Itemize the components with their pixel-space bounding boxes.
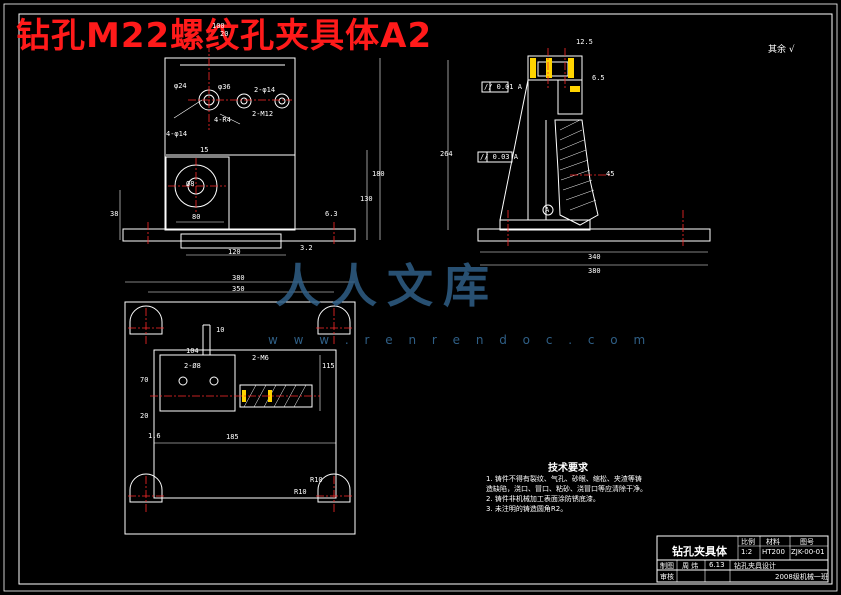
dim-label: 20 bbox=[140, 412, 149, 420]
dim-label: 130 bbox=[360, 195, 373, 203]
overlay-title: 钻孔M22螺纹孔夹具体A2 bbox=[16, 16, 433, 56]
dim-label: φ36 bbox=[218, 83, 231, 91]
dim-label: 3.2 bbox=[300, 244, 313, 252]
tech-req-item: 造缺陷，浇口、冒口、粘砂、浇冒口等应清除干净。 bbox=[486, 485, 647, 493]
tech-req-item: 2. 铸件非机械加工表面涂防锈底漆。 bbox=[486, 495, 600, 503]
dim-label: 12.5 bbox=[576, 38, 593, 46]
dim-label: 180 bbox=[372, 170, 385, 178]
tb-cell: 钻孔夹具设计 bbox=[734, 562, 776, 570]
dim-label: 10 bbox=[216, 326, 225, 334]
tb-cell: 6.13 bbox=[709, 561, 725, 569]
dim-label: 70 bbox=[140, 376, 149, 384]
inner-border bbox=[18, 13, 833, 585]
title-block-lines bbox=[656, 535, 829, 583]
dim-label: 2-M12 bbox=[252, 110, 274, 118]
top-view bbox=[124, 281, 356, 535]
dim-label: φ24 bbox=[174, 82, 187, 90]
dim-label: 45 bbox=[606, 170, 615, 178]
dim-label: Ø8 bbox=[186, 180, 195, 188]
tb-header: 材料 bbox=[766, 538, 780, 546]
dim-label: R10 bbox=[310, 476, 323, 484]
front-view bbox=[119, 57, 381, 256]
dim-label: 120 bbox=[228, 248, 241, 256]
dim-label: 6.5 bbox=[592, 74, 605, 82]
dim-label: 1.6 bbox=[148, 432, 161, 440]
top-centerlines bbox=[128, 308, 352, 512]
dim-label: 380 bbox=[232, 274, 245, 282]
tech-req-item: 3. 未注明的铸造圆角R2。 bbox=[486, 505, 568, 513]
dim-label: 115 bbox=[322, 362, 335, 370]
dim-label: 264 bbox=[440, 150, 453, 158]
dim-label: 100 bbox=[212, 22, 225, 30]
tb-cell: 审核 bbox=[660, 573, 674, 581]
dim-label: 2-M6 bbox=[252, 354, 269, 362]
tolerance-frame: // 0.03 A bbox=[480, 153, 518, 161]
tb-header: 比例 bbox=[741, 538, 755, 546]
dim-label: 38 bbox=[110, 210, 119, 218]
tb-material: HT200 bbox=[762, 548, 785, 556]
watermark-logo: 人人文库 bbox=[275, 259, 499, 313]
datum-label: A bbox=[545, 206, 550, 214]
roughness-note: 其余 √ bbox=[768, 45, 795, 55]
front-centerlines bbox=[147, 30, 335, 246]
dim-label: R10 bbox=[294, 488, 307, 496]
side-hatching bbox=[559, 119, 597, 211]
dim-label: 2-Ø8 bbox=[184, 362, 201, 370]
dim-label: 4-R4 bbox=[214, 116, 231, 124]
dim-label: 350 bbox=[232, 285, 245, 293]
outer-border bbox=[3, 3, 838, 592]
side-accent-yellow bbox=[530, 58, 580, 92]
dim-label: 80 bbox=[192, 213, 201, 221]
tb-cell: 周 炜 bbox=[682, 562, 699, 570]
watermark-url: w w w . r e n r e n d o c . c o m bbox=[268, 333, 652, 347]
tb-cell: 2008级机械一班 bbox=[775, 573, 828, 581]
dim-label: 15 bbox=[200, 146, 209, 154]
tb-drawing-no: ZJK-00-01 bbox=[791, 548, 825, 556]
dim-label: 6.3 bbox=[325, 210, 338, 218]
tb-header: 图号 bbox=[800, 538, 814, 546]
side-centerlines bbox=[507, 48, 684, 248]
tech-req-title: 技术要求 bbox=[548, 463, 588, 474]
dim-label: 380 bbox=[588, 267, 601, 275]
side-view bbox=[447, 55, 711, 266]
dim-label: 4-φ14 bbox=[166, 130, 188, 138]
tb-scale: 1:2 bbox=[741, 548, 753, 556]
dim-label: 20 bbox=[220, 30, 229, 38]
tolerance-frame: // 0.01 A bbox=[484, 83, 522, 91]
dim-label: 2-φ14 bbox=[254, 86, 276, 94]
part-name: 钻孔夹具体 bbox=[672, 545, 727, 558]
dim-label: 104 bbox=[186, 347, 199, 355]
dim-label: 185 bbox=[226, 433, 239, 441]
tb-cell: 制图 bbox=[660, 562, 674, 570]
dim-label: 340 bbox=[588, 253, 601, 261]
tech-req-item: 1. 铸件不得有裂纹、气孔、砂眼、缩松、夹渣等铸 bbox=[486, 475, 642, 483]
